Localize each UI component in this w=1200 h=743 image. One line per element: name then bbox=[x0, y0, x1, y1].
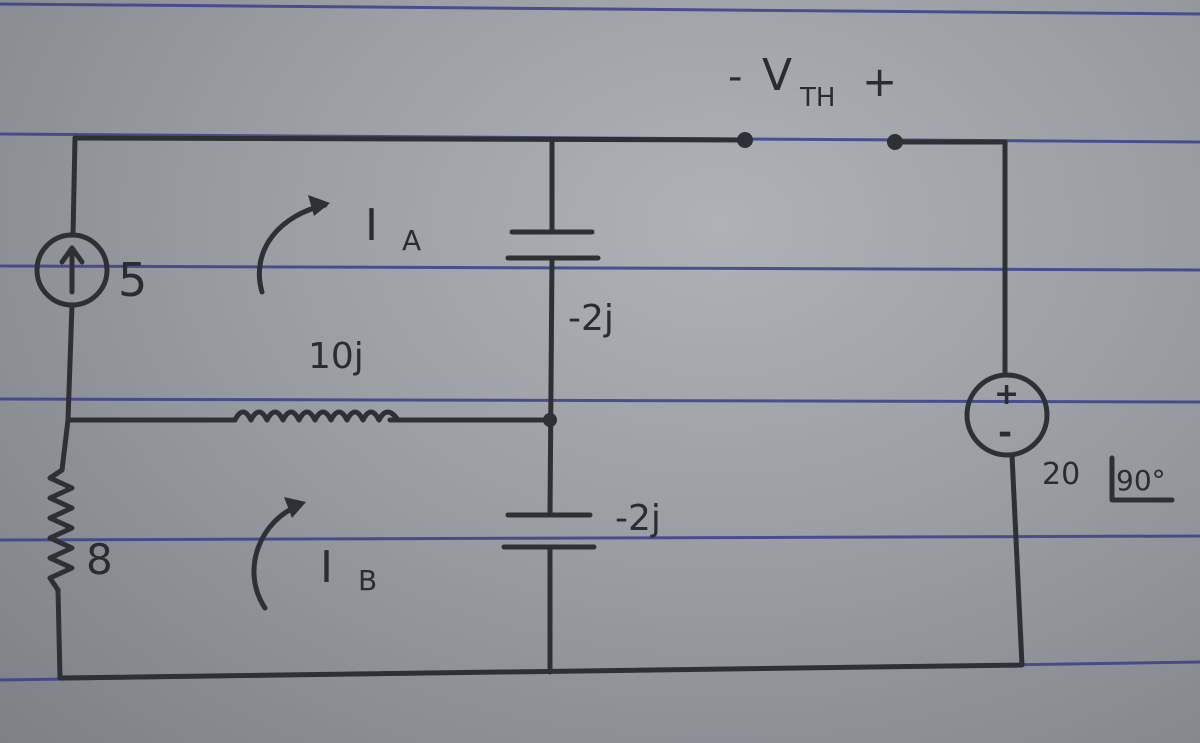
capacitor-bottom bbox=[501, 512, 597, 550]
resistor-value: 8 bbox=[86, 535, 113, 584]
capacitor-bottom-value: -2j bbox=[615, 498, 661, 539]
angle-symbol-icon bbox=[1109, 455, 1175, 503]
inductor bbox=[232, 409, 401, 423]
mesh-a-subscript: A bbox=[402, 224, 421, 257]
mesh-a-arrow-icon bbox=[256, 195, 330, 295]
capacitor-top-value: -2j bbox=[568, 298, 614, 339]
voltage-source-plus: + bbox=[994, 377, 1019, 412]
voltage-source-minus: - bbox=[998, 413, 1012, 453]
wires bbox=[55, 135, 1025, 681]
resistor bbox=[47, 467, 75, 593]
terminal-plus bbox=[887, 134, 903, 150]
mesh-b-arrow-icon bbox=[251, 497, 306, 611]
node-dot bbox=[543, 413, 557, 427]
voltage-source-magnitude: 20 bbox=[1042, 457, 1080, 492]
svg-text:-: - bbox=[728, 54, 742, 100]
svg-text:+: + bbox=[862, 57, 897, 106]
capacitor-top bbox=[505, 229, 601, 261]
current-source bbox=[34, 232, 110, 308]
current-source-value: 5 bbox=[118, 253, 147, 307]
svg-text:V: V bbox=[762, 50, 792, 101]
inductor-value: 10j bbox=[308, 336, 364, 377]
voltage-source-angle: 90° bbox=[1116, 464, 1166, 497]
vth-label: - V TH + bbox=[728, 50, 897, 113]
svg-text:TH: TH bbox=[799, 83, 835, 113]
mesh-a-label: I bbox=[365, 200, 378, 251]
terminal-minus bbox=[737, 132, 753, 148]
mesh-b-subscript: B bbox=[358, 564, 377, 597]
voltage-source: + - bbox=[964, 372, 1050, 458]
mesh-b-label: I bbox=[320, 542, 333, 593]
arrow-up-icon bbox=[59, 245, 85, 295]
